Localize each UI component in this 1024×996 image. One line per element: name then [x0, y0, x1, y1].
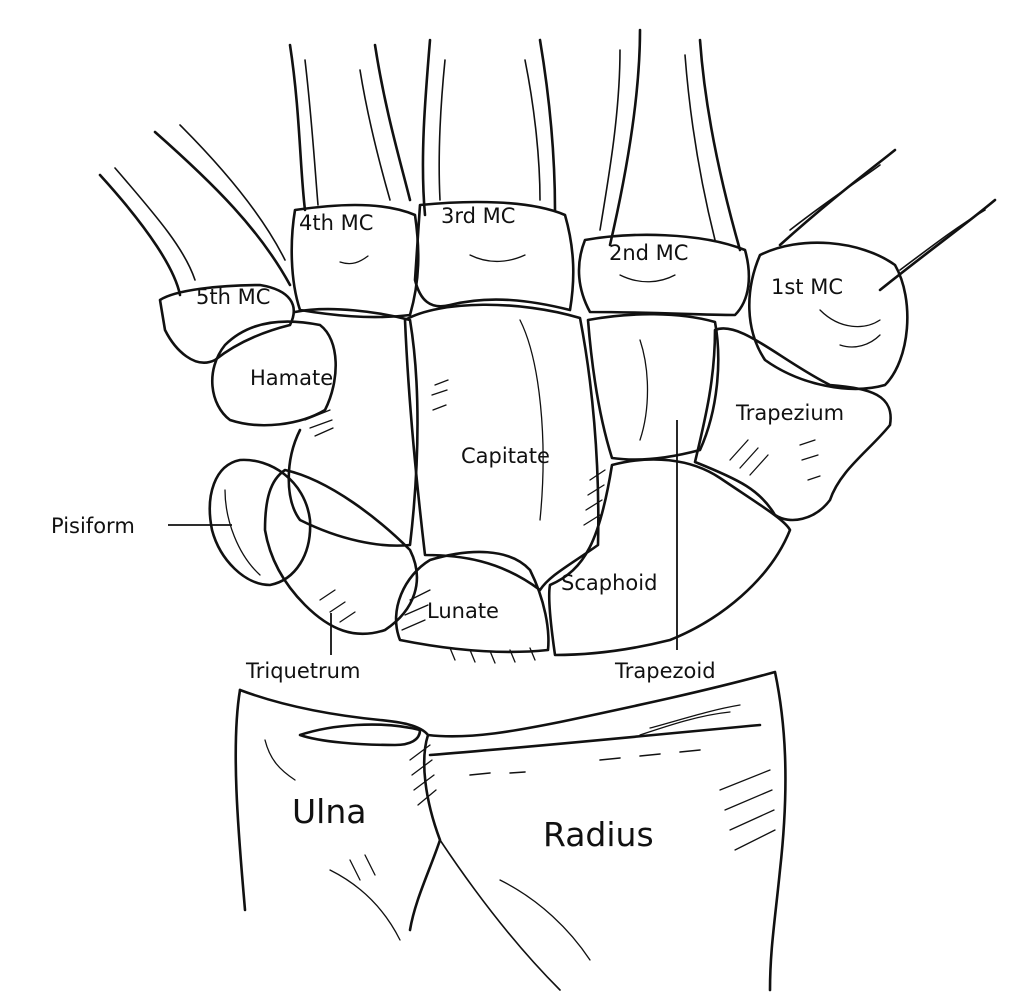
- labels: 4th MC 3rd MC 2nd MC 5th MC 1st MC Hamat…: [51, 204, 844, 854]
- pisiform-bone: [208, 458, 312, 587]
- label-capitate: Capitate: [461, 444, 550, 468]
- label-mc3: 3rd MC: [441, 204, 515, 228]
- label-hamate: Hamate: [250, 366, 333, 390]
- label-ulna: Ulna: [292, 792, 366, 831]
- capitate-bone: [403, 303, 600, 592]
- radius-articular: [428, 723, 762, 757]
- label-mc4: 4th MC: [299, 211, 373, 235]
- label-pisiform: Pisiform: [51, 514, 135, 538]
- label-scaphoid: Scaphoid: [561, 571, 657, 595]
- hamate-body: [287, 307, 419, 547]
- hamate-bone: [211, 320, 337, 427]
- ulna-left-edge: [234, 688, 247, 912]
- metacarpal-bases: [158, 200, 909, 391]
- label-trapezium: Trapezium: [735, 401, 844, 425]
- mc5-base: [158, 283, 296, 364]
- ulna-head: [298, 723, 422, 747]
- mc2-base: [577, 233, 751, 317]
- trapezoid-bone: [586, 312, 720, 461]
- label-lunate: Lunate: [427, 599, 499, 623]
- mc1-base: [748, 241, 909, 391]
- label-radius: Radius: [543, 815, 654, 854]
- lunate-bone: [394, 550, 550, 654]
- label-trapezoid: Trapezoid: [614, 659, 716, 683]
- carpal-bones: [208, 303, 892, 657]
- label-triquetrum: Triquetrum: [245, 659, 360, 683]
- leader-lines: [168, 420, 678, 655]
- mc3-base: [413, 200, 575, 312]
- scaphoid-bone: [547, 458, 792, 657]
- mc4-base: [290, 203, 420, 319]
- label-mc2: 2nd MC: [609, 241, 688, 265]
- radius-bone: [426, 670, 787, 992]
- forearm-bones: [234, 670, 787, 992]
- triquetrum-bone: [263, 468, 419, 636]
- shading: [224, 254, 881, 664]
- label-mc5: 5th MC: [196, 285, 270, 309]
- metacarpal-shafts: [98, 28, 997, 297]
- trapezium-bone: [693, 327, 892, 522]
- label-mc1: 1st MC: [771, 275, 843, 299]
